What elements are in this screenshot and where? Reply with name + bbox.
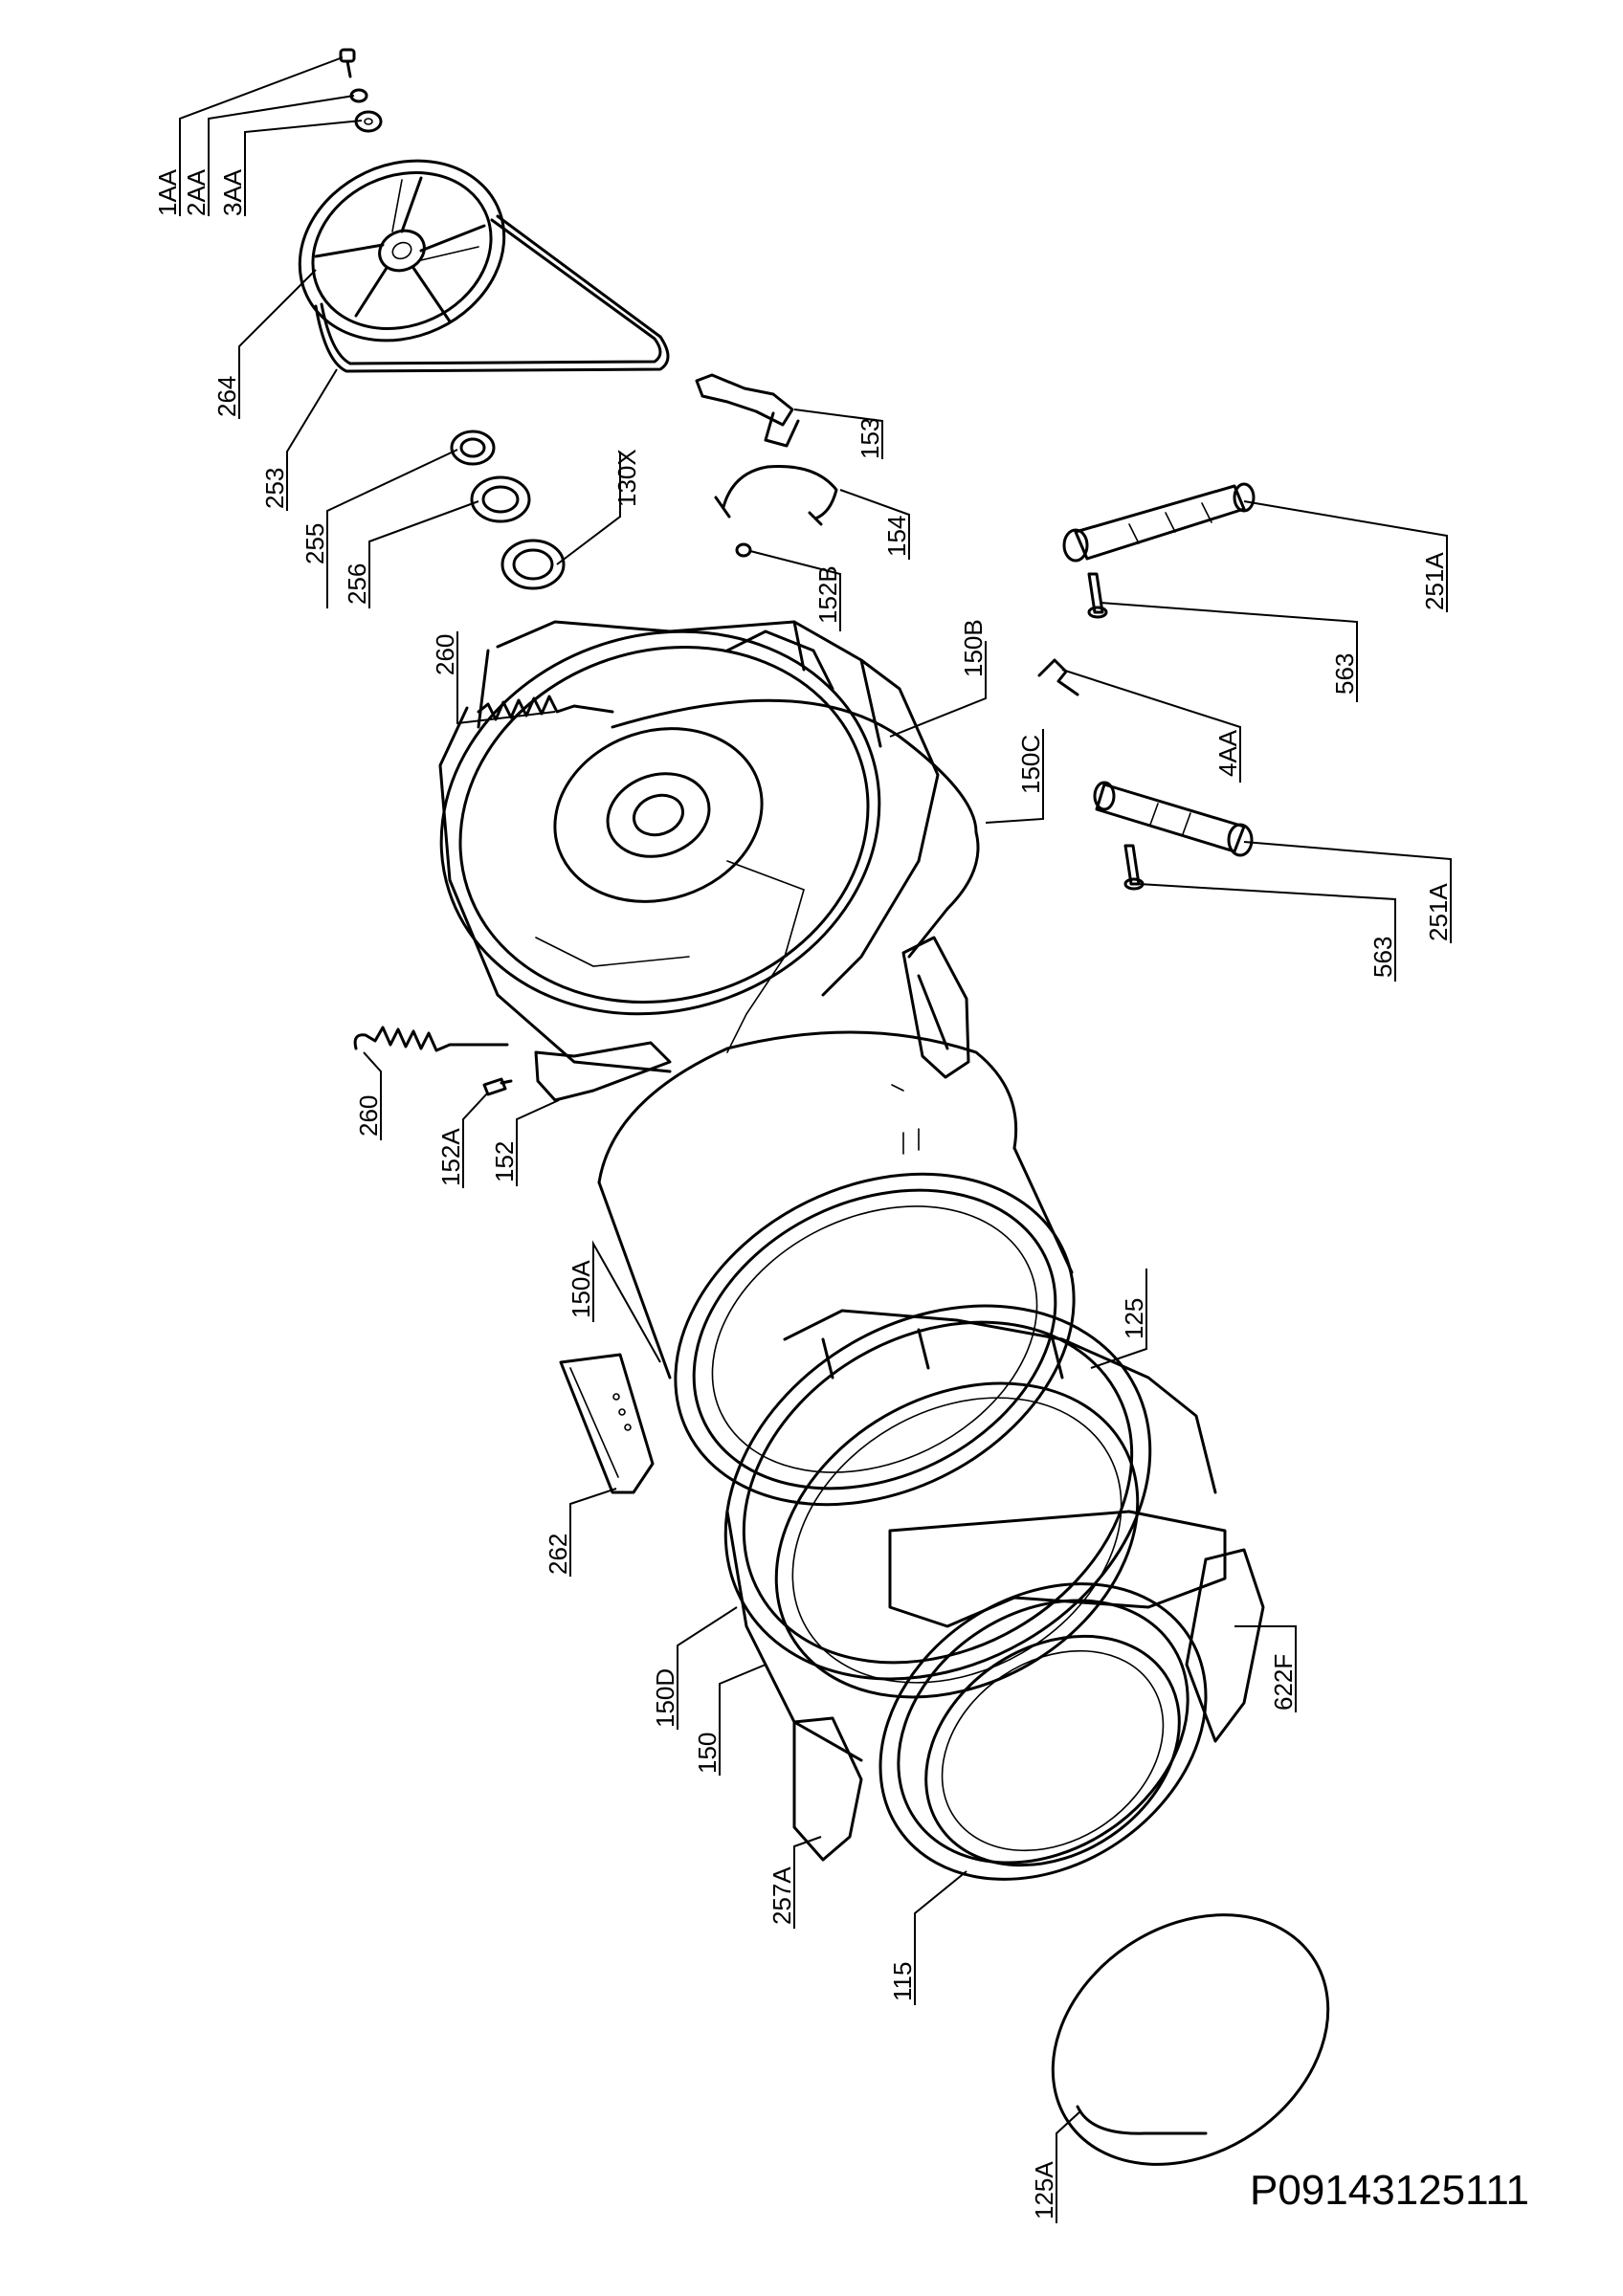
callout-152b: 152B xyxy=(813,565,842,624)
lifter-262 xyxy=(559,1353,655,1494)
callout-153: 153 xyxy=(856,418,884,459)
callout-4aa: 4AA xyxy=(1213,729,1242,777)
callout-154: 154 xyxy=(882,516,911,557)
mount-622f xyxy=(1185,1548,1265,1743)
harness-153 xyxy=(695,373,800,448)
screw-1aa xyxy=(339,48,356,78)
shock-absorber-251a-mid xyxy=(1093,781,1254,857)
bearing-255 xyxy=(450,430,496,466)
wire-154 xyxy=(714,465,838,526)
drum-150a xyxy=(597,1030,1076,1507)
callout-150b: 150B xyxy=(959,619,988,677)
callout-152a: 152A xyxy=(436,1128,465,1186)
callout-2aa: 2AA xyxy=(182,168,211,216)
clamp-150c xyxy=(611,698,980,959)
leader-lines xyxy=(179,56,1452,2223)
callout-264: 264 xyxy=(212,376,241,417)
callout-1aa: 1AA xyxy=(153,168,182,216)
callout-622f: 622F xyxy=(1269,1654,1298,1711)
clip-4aa xyxy=(1037,658,1079,696)
callout-130x: 130X xyxy=(612,449,641,507)
door-seal-115 xyxy=(878,1582,1208,1881)
callout-115: 115 xyxy=(888,1962,917,2001)
screw-152a xyxy=(482,1077,513,1096)
callout-563-top: 563 xyxy=(1330,653,1359,695)
bearing-256 xyxy=(470,475,531,523)
pin-563-mid xyxy=(1123,844,1145,891)
callout-563-mid: 563 xyxy=(1368,937,1397,978)
callout-150: 150 xyxy=(693,1733,722,1774)
callout-260-top: 260 xyxy=(431,634,459,675)
callout-255: 255 xyxy=(300,523,329,564)
callout-257a: 257A xyxy=(767,1866,796,1925)
door-glass-125a xyxy=(1051,1913,1330,2166)
shock-absorber-251a-top xyxy=(1062,482,1256,563)
callout-150c: 150C xyxy=(1016,735,1045,794)
callout-251a-mid: 251A xyxy=(1424,883,1453,941)
drawing-code: P09143125111 xyxy=(1250,2167,1529,2214)
callout-125a: 125A xyxy=(1030,2161,1058,2219)
grommet-152b xyxy=(735,542,752,558)
spring-260-mid xyxy=(353,1026,509,1052)
rear-tub-150b xyxy=(438,620,940,1073)
callout-labels: 1AA 2AA 3AA 264 253 255 256 130X 153 154… xyxy=(153,168,1453,2219)
callout-260-mid: 260 xyxy=(354,1095,383,1137)
front-tub-150 xyxy=(723,1304,1217,1762)
belt-253 xyxy=(314,214,670,373)
bracket-257a xyxy=(792,1716,863,1862)
callout-253: 253 xyxy=(260,468,289,509)
pin-563-top xyxy=(1087,572,1108,619)
callout-125: 125 xyxy=(1120,1298,1148,1339)
counterweight-152 xyxy=(534,1041,672,1102)
callout-262: 262 xyxy=(544,1534,572,1575)
callout-152: 152 xyxy=(490,1141,519,1182)
callout-150d: 150D xyxy=(651,1668,679,1728)
callout-3aa: 3AA xyxy=(218,168,247,216)
callout-251a-top: 251A xyxy=(1420,552,1449,610)
callout-256: 256 xyxy=(343,563,371,605)
callout-150a: 150A xyxy=(567,1260,595,1318)
pulley-264 xyxy=(298,159,506,342)
seal-130x xyxy=(500,539,566,590)
drum-lifter xyxy=(901,936,970,1079)
front-counterweight xyxy=(888,1510,1227,1628)
